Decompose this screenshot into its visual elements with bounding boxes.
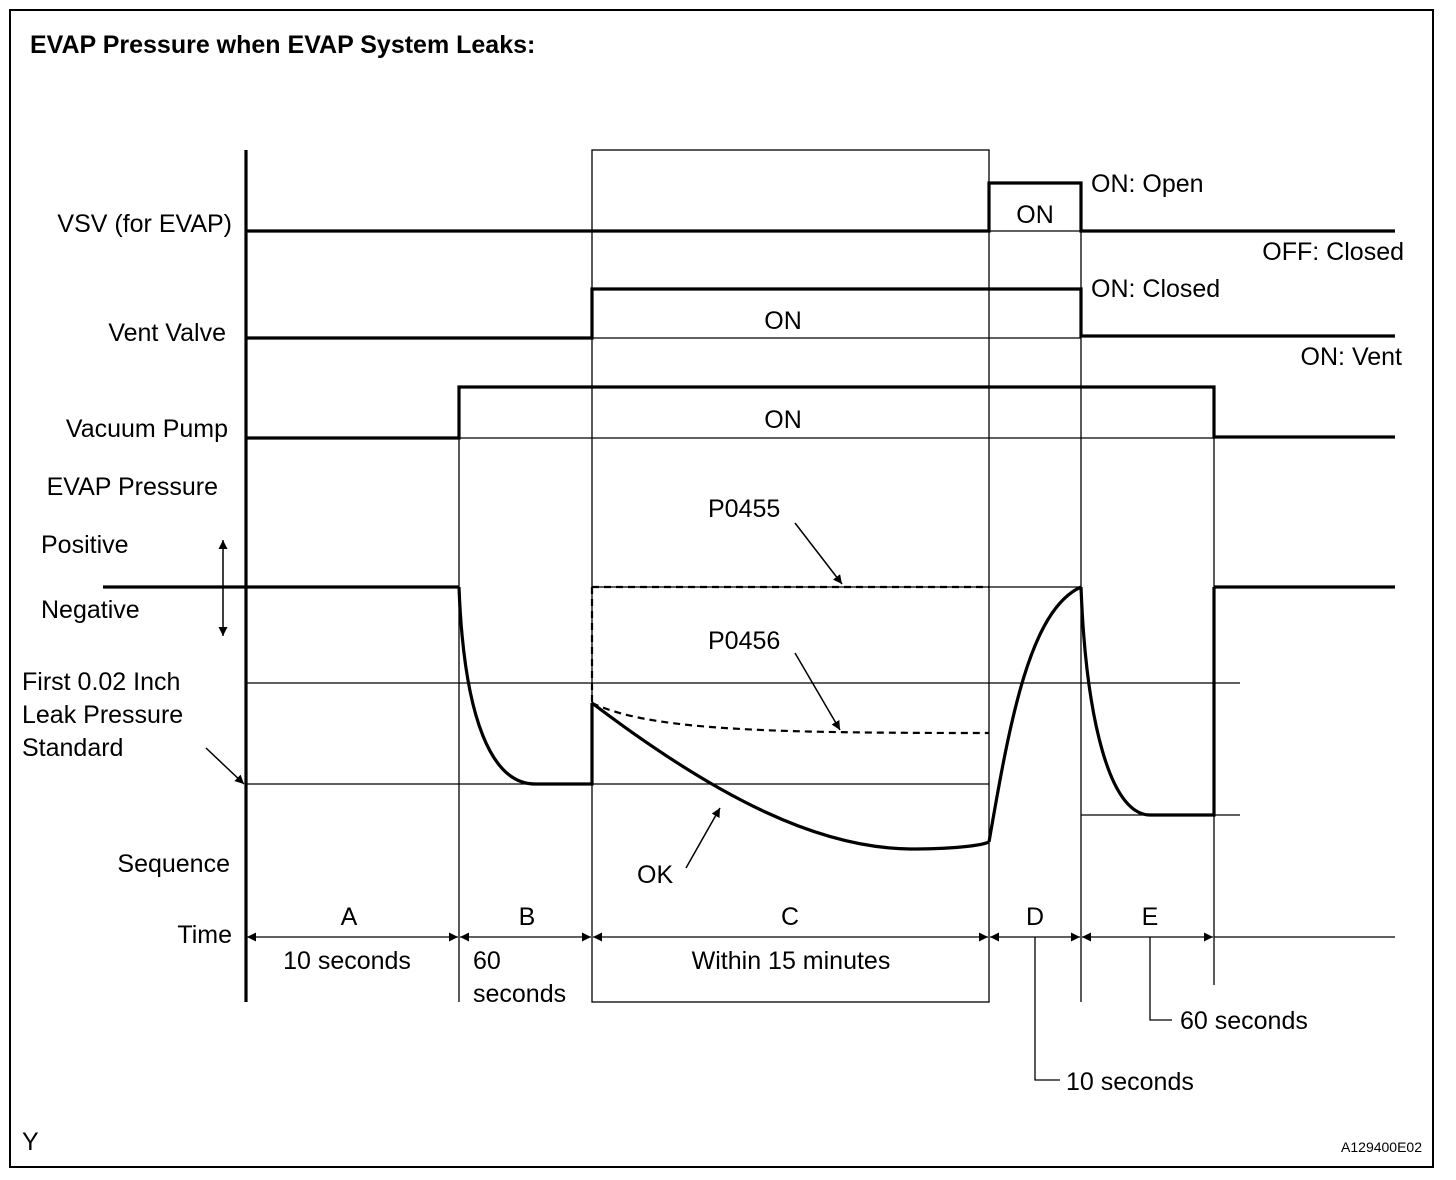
vent-valve-vent-state-label: ON: Vent <box>1301 343 1402 371</box>
vacuum-pump-on-label: ON <box>764 406 802 434</box>
pressure-curve-phase-b <box>457 586 594 786</box>
vsv-label: VSV (for EVAP) <box>57 210 232 238</box>
diagram-title: EVAP Pressure when EVAP System Leaks: <box>30 31 535 59</box>
sequence-a: A <box>341 903 358 931</box>
ok-label: OK <box>637 861 673 889</box>
sequence-c: C <box>781 903 799 931</box>
durations: 10 seconds 60 seconds Within 15 minutes … <box>283 947 1308 1096</box>
vacuum-pump-signal <box>246 385 1395 440</box>
duration-d: 10 seconds <box>1066 1068 1194 1096</box>
phase-c-box <box>591 149 990 1003</box>
leak-standard-label-line-1: First 0.02 Inch <box>22 668 180 696</box>
curve-labels: P0455 P0456 OK <box>637 495 780 889</box>
vacuum-pump-trace <box>246 385 1395 440</box>
pressure-reference-lines <box>103 585 1395 816</box>
p0456-label: P0456 <box>708 627 780 655</box>
duration-e: 60 seconds <box>1180 1007 1308 1035</box>
sequence-label: Sequence <box>117 850 230 878</box>
evap-pressure-curves <box>457 585 1216 851</box>
p0456-curve <box>591 702 990 735</box>
duration-c: Within 15 minutes <box>692 947 891 975</box>
ok-pointer <box>685 807 721 869</box>
p0455-pointer <box>794 522 843 585</box>
negative-label: Negative <box>41 596 140 624</box>
leak-standard-label-line-3: Standard <box>22 734 123 762</box>
evap-pressure-label: EVAP Pressure <box>47 473 218 501</box>
d-duration-leader <box>1034 937 1060 1081</box>
positive-label: Positive <box>41 531 129 559</box>
time-label: Time <box>177 921 232 949</box>
sequence-d: D <box>1026 903 1044 931</box>
vent-valve-label: Vent Valve <box>108 319 226 347</box>
vent-valve-closed-state-label: ON: Closed <box>1091 275 1220 303</box>
vacuum-pump-label: Vacuum Pump <box>66 415 228 443</box>
sequence-letters: A B C D E <box>341 903 1159 931</box>
pointer-arrows <box>205 522 843 869</box>
duration-leader-lines <box>1034 937 1172 1081</box>
vent-valve-on-label: ON <box>764 307 802 335</box>
duration-a: 10 seconds <box>283 947 411 975</box>
e-duration-leader <box>1149 937 1172 1021</box>
vent-valve-signal <box>246 287 1395 340</box>
vsv-trace <box>246 181 1395 233</box>
p0455-label: P0455 <box>708 495 780 523</box>
leak-standard-label-line-2: Leak Pressure <box>22 701 183 729</box>
duration-b-line-1: 60 <box>473 947 501 975</box>
vent-valve-trace <box>246 287 1395 340</box>
vsv-on-label: ON <box>1016 201 1054 229</box>
p0456-pointer <box>794 652 841 731</box>
figure-id: A129400E02 <box>1341 1139 1422 1155</box>
signal-labels: VSV (for EVAP) Vent Valve Vacuum Pump EV… <box>22 210 232 949</box>
duration-b-line-2: seconds <box>473 980 566 1008</box>
pressure-curve-phase-d <box>987 585 1082 843</box>
sequence-e: E <box>1142 903 1159 931</box>
pressure-curve-phase-e <box>1079 586 1216 817</box>
leak-standard-pointer <box>205 747 245 785</box>
state-labels: ON ON: Open OFF: Closed ON ON: Closed ON… <box>764 170 1404 434</box>
sequence-b: B <box>519 903 536 931</box>
phase-dividers <box>458 185 1215 1002</box>
vsv-signal <box>246 181 1395 233</box>
ok-curve <box>591 701 990 851</box>
corner-mark: Y <box>22 1128 39 1156</box>
vsv-closed-state-label: OFF: Closed <box>1262 238 1404 266</box>
vsv-open-state-label: ON: Open <box>1091 170 1204 198</box>
diagram-frame <box>9 9 1434 1168</box>
